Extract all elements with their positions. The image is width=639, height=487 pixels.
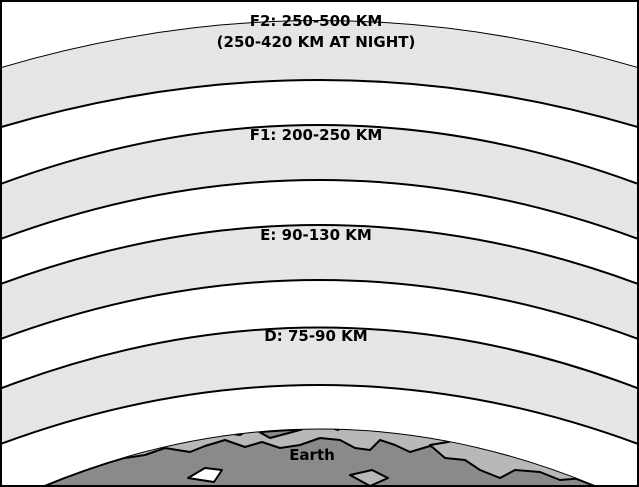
layer-band-f1 xyxy=(1,124,638,241)
upper-atmosphere xyxy=(1,1,638,68)
layer-label-f2-night: (250-420 KM AT NIGHT) xyxy=(217,33,416,51)
layer-band-d xyxy=(1,326,638,446)
layer-band-e xyxy=(1,224,638,341)
earth-label: Earth xyxy=(289,446,335,464)
layer-label-f2: F2: 250-500 KM xyxy=(250,12,383,30)
layer-label-f1: F1: 200-250 KM xyxy=(250,126,383,144)
layer-label-d: D: 75-90 KM xyxy=(264,327,367,345)
layer-label-e: E: 90-130 KM xyxy=(260,226,372,244)
